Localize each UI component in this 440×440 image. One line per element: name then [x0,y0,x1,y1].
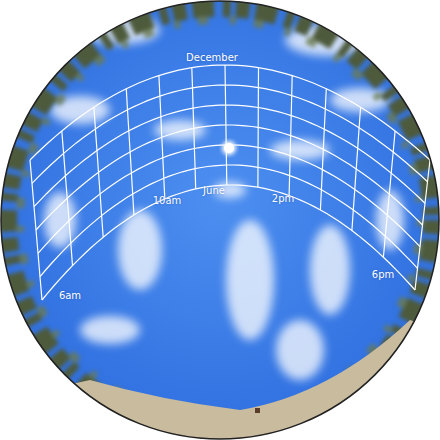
date-line [30,65,430,160]
hour-line [30,160,42,300]
sun-path-label: June [203,185,225,196]
sun-path-label: 6am [59,290,81,301]
sun-path-label: December [186,52,238,63]
hour-line [126,89,134,215]
hour-line [159,76,165,199]
date-line [42,185,415,300]
cloud [226,220,274,340]
cloud [118,210,162,290]
sun-path-label: 6pm [372,269,394,280]
cloud [44,192,76,248]
date-line [36,125,423,230]
hour-line [383,131,395,257]
cloud [80,316,140,344]
sun-path-label: 10am [153,195,182,206]
date-line [38,145,420,253]
hour-line [257,68,259,188]
cloud [276,320,324,380]
date-line [32,85,428,183]
hour-line [415,160,430,290]
date-line [40,165,418,277]
hour-line [94,107,103,237]
hour-line [192,68,196,189]
hour-line [225,65,227,185]
hour-line [289,76,292,196]
hour-line [62,131,73,266]
date-line [34,105,425,207]
hour-line [320,89,326,210]
sun-path-label: 2pm [272,193,294,204]
hour-line [352,107,361,230]
cloud [310,225,350,315]
cloud [270,140,330,160]
